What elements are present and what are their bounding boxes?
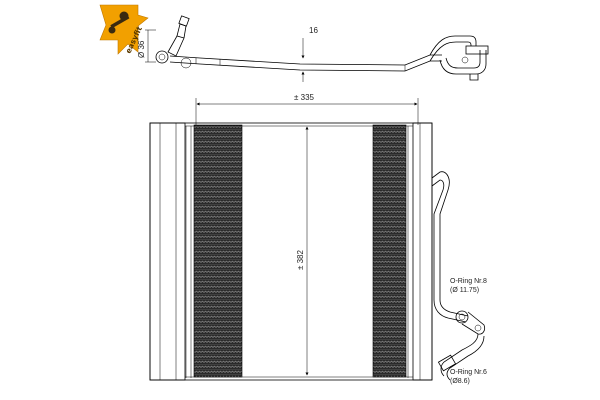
oring-fitting-6 xyxy=(437,354,457,372)
oring-fitting-8 xyxy=(455,310,486,335)
pipe-diameter-label: Ø 36 xyxy=(137,40,146,58)
pipe-fitting-right xyxy=(429,35,477,56)
fin-block-right xyxy=(372,124,407,378)
left-tank xyxy=(149,122,186,381)
pipe-side-view: 16 Ø 36 xyxy=(137,15,489,82)
oring-1-size: (Ø 11.75) xyxy=(450,287,479,294)
oring-2-size: (Ø8.6) xyxy=(450,378,470,385)
height-label: ± 382 xyxy=(296,249,305,270)
wrench-icon xyxy=(108,11,130,34)
oring-2-name: O-Ring Nr.6 xyxy=(450,369,487,376)
right-tank xyxy=(412,122,433,381)
oring-labels: O-Ring Nr.8 (Ø 11.75) O-Ring Nr.6 (Ø8.6) xyxy=(450,278,487,385)
pipe-fitting-left xyxy=(155,50,169,64)
width-dimension: ± 335 xyxy=(195,93,419,125)
fin-block-left xyxy=(193,124,243,378)
side-pipe xyxy=(431,171,486,381)
easyfit-badge: easyfit xyxy=(99,4,149,55)
condenser-front-view: ± 382 xyxy=(149,122,433,381)
width-label: ± 335 xyxy=(294,93,315,102)
pipe-offset-label: 16 xyxy=(309,26,318,35)
oring-1-name: O-Ring Nr.8 xyxy=(450,278,487,285)
